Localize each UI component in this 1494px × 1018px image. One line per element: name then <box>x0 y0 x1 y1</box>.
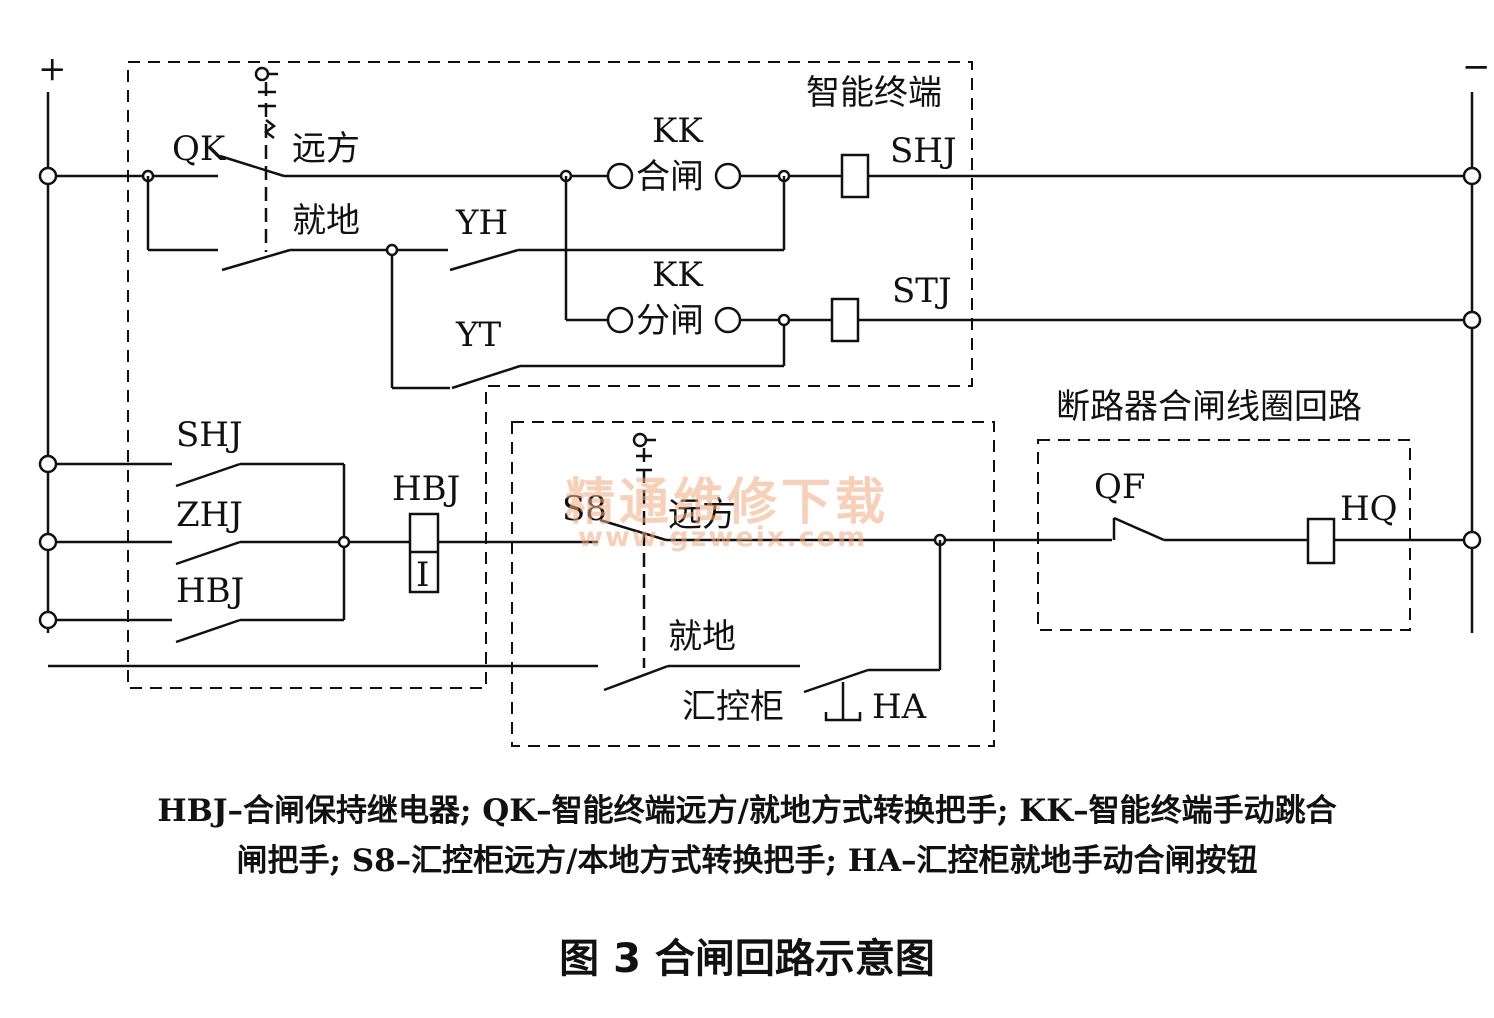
stj-label: STJ <box>892 271 952 311</box>
legend-line-1: HBJ–合闸保持继电器; QK–智能终端远方/就地方式转换把手; KK–智能终端… <box>157 793 1337 829</box>
watermark-url: www.gzweix.com <box>578 522 868 553</box>
open-branch <box>392 297 1472 390</box>
rail-terminal <box>1462 166 1482 186</box>
s8-remote-contact <box>599 518 667 542</box>
watermark-text: 精通维修下载 <box>565 473 889 531</box>
rail-terminal <box>38 532 58 552</box>
rail-terminal <box>38 166 58 186</box>
hbj-contact <box>175 618 241 644</box>
s8-local-contact <box>603 664 669 692</box>
smart-terminal-title: 智能终端 <box>806 73 942 113</box>
s8-remote-label: 远方 <box>668 495 736 535</box>
qf-label: QF <box>1094 467 1145 507</box>
ha-button-contact <box>803 668 869 694</box>
hbj-coil-label: HBJ <box>392 469 460 509</box>
hq-label: HQ <box>1340 489 1398 529</box>
zhj-contact <box>175 540 241 566</box>
smart-terminal-box <box>127 61 973 689</box>
qk-local-label: 就地 <box>292 201 360 241</box>
rail-terminal <box>38 454 58 474</box>
junction-node <box>385 243 399 257</box>
qk-remote-contact <box>219 154 285 178</box>
qk-remote-label: 远方 <box>292 129 360 169</box>
yh-label: YH <box>455 203 508 243</box>
remote-close-branch <box>48 153 1472 199</box>
kk-open-left-contact <box>606 306 634 334</box>
qk-label: QK <box>172 129 226 169</box>
shj-contact-label: SHJ <box>176 415 243 455</box>
zhj-label: ZHJ <box>176 495 243 535</box>
s8-selector-handle-icon <box>632 432 656 668</box>
hbj-coil-roman: I <box>416 555 429 595</box>
yt-label: YT <box>455 315 501 355</box>
control-cabinet-box <box>511 421 995 747</box>
breaker-circuit-box <box>1037 439 1411 631</box>
shj-coil-label: SHJ <box>890 131 957 171</box>
kk-open-label: KK <box>652 255 703 295</box>
kk-close-left-contact <box>606 162 634 190</box>
hq-coil <box>1306 517 1336 565</box>
qk-selector-handle-icon <box>254 66 278 252</box>
junction-node <box>777 313 791 327</box>
breaker-circuit-title: 断路器合闸线圈回路 <box>1056 387 1362 427</box>
s8-local-branch <box>48 540 942 722</box>
kk-open-text: 分闸 <box>636 301 704 341</box>
rail-terminal <box>1462 310 1482 330</box>
s8-remote-branch <box>599 516 1472 565</box>
holding-contacts <box>48 462 598 644</box>
junction-node <box>337 535 351 549</box>
yh-contact <box>449 248 519 272</box>
hbj-contact-label: HBJ <box>176 571 244 611</box>
qf-contact <box>1113 516 1165 542</box>
legend-line-2: 闸把手; S8–汇控柜远方/本地方式转换把手; HA–汇控柜就地手动合闸按钮 <box>236 843 1258 879</box>
minus-terminal-label: − <box>1462 47 1491 87</box>
cabinet-label: 汇控柜 <box>682 687 784 727</box>
rail-terminal <box>38 610 58 630</box>
plus-terminal-label: + <box>38 49 67 89</box>
s8-local-label: 就地 <box>668 617 736 657</box>
shj-contact <box>175 462 241 488</box>
shj-coil <box>840 153 870 199</box>
rail-terminal <box>1462 530 1482 550</box>
kk-close-text: 合闸 <box>636 157 704 197</box>
ha-label: HA <box>872 687 927 727</box>
qk-local-contact <box>221 248 291 272</box>
yt-contact <box>451 364 521 390</box>
s8-label: S8 <box>562 489 607 529</box>
stj-coil <box>830 297 860 343</box>
kk-open-right-contact <box>714 306 742 334</box>
kk-close-right-contact <box>714 162 742 190</box>
figure-title: 图 3 合闸回路示意图 <box>559 936 935 982</box>
local-close-branch <box>146 176 786 388</box>
kk-close-label: KK <box>652 111 703 151</box>
